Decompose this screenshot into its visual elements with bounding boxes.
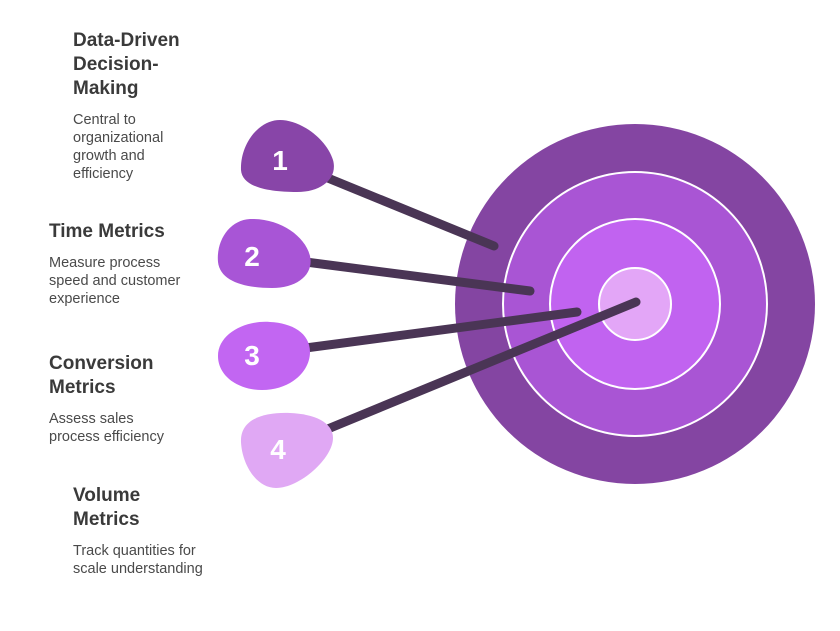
arrow-shaft-4: [313, 297, 641, 438]
item-4-title: Volume Metrics: [73, 485, 141, 530]
item-2-description: Measure process speed and customer exper…: [49, 255, 181, 307]
item-3-title: Conversion Metrics: [49, 353, 154, 398]
badge-2: 2: [217, 218, 311, 288]
badge-1: 1: [240, 120, 334, 192]
item-4: Volume Metrics Track quantities for scal…: [73, 484, 243, 578]
item-1-description: Central to organizational growth and eff…: [73, 112, 164, 182]
badge-number-2: 2: [244, 241, 260, 272]
item-4-description: Track quantities for scale understanding: [73, 543, 203, 577]
badge-number-1: 1: [272, 145, 288, 176]
item-1-title: Data-Driven Decision- Making: [73, 30, 180, 99]
item-2: Time Metrics Measure process speed and c…: [49, 220, 219, 308]
badge-number-3: 3: [244, 340, 260, 371]
arrow-shaft-1: [313, 169, 499, 251]
badge-4: 4: [240, 412, 333, 488]
item-3-description: Assess sales process efficiency: [49, 411, 164, 445]
arrow-shaft-3: [293, 307, 582, 354]
badge-number-4: 4: [270, 434, 286, 465]
item-2-title: Time Metrics: [49, 221, 165, 242]
arrow-shaft-2: [293, 256, 535, 296]
badge-3: 3: [218, 321, 310, 390]
item-1: Data-Driven Decision- Making Central to …: [73, 29, 223, 183]
item-3: Conversion Metrics Assess sales process …: [49, 352, 219, 446]
